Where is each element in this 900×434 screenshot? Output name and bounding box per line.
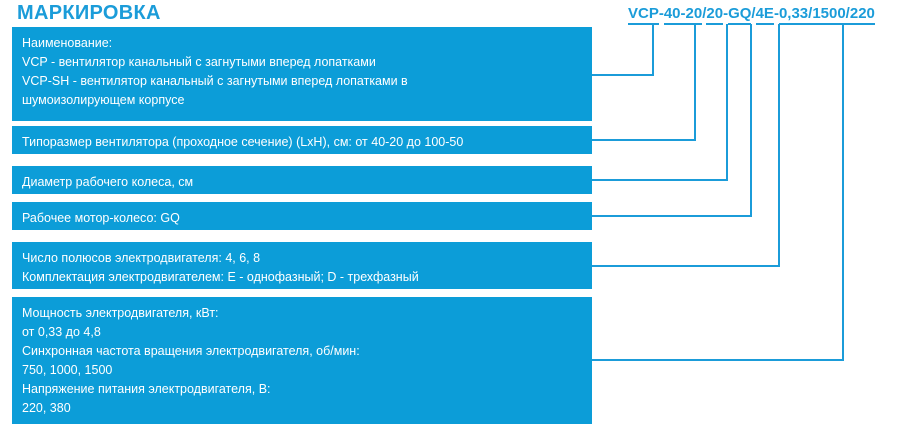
product-code: VCP-40-20/20-GQ/4E-0,33/1500/220 xyxy=(628,5,875,25)
block-poles-phases-line-1: Число полюсов электродвигателя: 4, 6, 8 xyxy=(22,251,261,265)
code-separator-2: - xyxy=(723,5,729,22)
connector-v-block-5 xyxy=(778,24,780,267)
block-power-line-4: 750, 1000, 1500 xyxy=(22,363,113,377)
connector-h-block-1 xyxy=(592,74,654,76)
connector-v-block-2 xyxy=(694,24,696,141)
block-power-line-1: Мощность электродвигателя, кВт: xyxy=(22,306,219,320)
block-power-line-2: от 0,33 до 4,8 xyxy=(22,325,101,339)
code-segment-3: GQ xyxy=(728,5,752,25)
block-name-line-3: VCP-SH - вентилятор канальный с загнутым… xyxy=(22,74,408,88)
connector-h-block-4 xyxy=(592,215,752,217)
connector-h-block-3 xyxy=(592,179,728,181)
block-power-line-3: Синхронная частота вращения электродвига… xyxy=(22,344,360,358)
block-power-speed-voltage: Мощность электродвигателя, кВт: от 0,33 … xyxy=(12,297,592,424)
code-segment-5: 0,33/1500/220 xyxy=(778,5,875,25)
connector-v-block-4 xyxy=(750,24,752,217)
block-impeller-diameter: Диаметр рабочего колеса, см xyxy=(12,166,592,194)
code-separator-1: / xyxy=(702,5,707,22)
code-segment-1: 40-20 xyxy=(663,5,703,25)
block-poles-phases: Число полюсов электродвигателя: 4, 6, 8 … xyxy=(12,242,592,289)
code-separator-4: - xyxy=(773,5,779,22)
connector-v-block-6 xyxy=(842,24,844,361)
code-segment-2: 20 xyxy=(706,5,724,25)
block-power-line-5: Напряжение питания электродвигателя, В: xyxy=(22,382,271,396)
code-separator-3: / xyxy=(751,5,756,22)
block-name-line-4: шумоизолирующем корпусе xyxy=(22,93,185,107)
page-title: МАРКИРОВКА xyxy=(17,2,161,24)
code-separator-0: - xyxy=(658,5,664,22)
block-power-line-6: 220, 380 xyxy=(22,401,71,415)
block-poles-phases-line-2: Комплектация электродвигателем: E - одно… xyxy=(22,270,419,284)
connector-h-block-6 xyxy=(592,359,844,361)
connector-v-block-3 xyxy=(726,24,728,181)
code-segment-0: VCP xyxy=(628,5,659,25)
block-motor-wheel: Рабочее мотор-колесо: GQ xyxy=(12,202,592,230)
block-motor-wheel-line-1: Рабочее мотор-колесо: GQ xyxy=(22,211,180,225)
block-impeller-diameter-line-1: Диаметр рабочего колеса, см xyxy=(22,175,194,189)
block-size-line-1: Типоразмер вентилятора (проходное сечени… xyxy=(22,135,464,149)
block-name-line-1: Наименование: xyxy=(22,36,113,50)
block-name-line-2: VCP - вентилятор канальный с загнутыми в… xyxy=(22,55,376,69)
connector-v-block-1 xyxy=(652,24,654,76)
code-segment-4: 4E xyxy=(755,5,774,25)
connector-h-block-5 xyxy=(592,265,780,267)
block-size: Типоразмер вентилятора (проходное сечени… xyxy=(12,126,592,154)
connector-h-block-2 xyxy=(592,139,696,141)
block-name: Наименование: VCP - вентилятор канальный… xyxy=(12,27,592,121)
